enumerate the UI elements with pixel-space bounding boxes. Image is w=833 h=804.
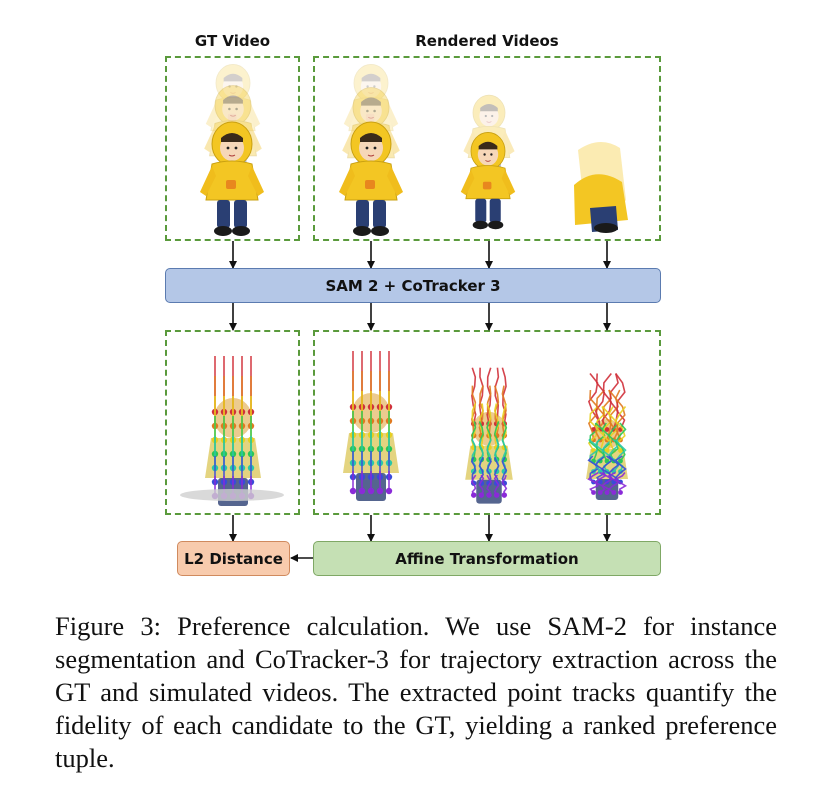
rendered-tracks-panel: [313, 330, 661, 515]
rendered-video-2-figure: [460, 94, 516, 230]
arrows-to-bottom: [229, 515, 611, 542]
arrows-to-sam: [229, 241, 611, 269]
gt-tracks-panel: [165, 330, 300, 515]
gt-shadow: [180, 489, 284, 501]
sam-cotracker-box: SAM 2 + CoTracker 3: [165, 268, 661, 303]
rendered-tracks-2: [465, 367, 513, 504]
rendered-tracks-3: [586, 372, 628, 500]
gt-tracks: [205, 356, 261, 506]
gt-video-label: GT Video: [194, 32, 271, 50]
figure-caption: Figure 3: Preference calculation. We use…: [55, 611, 777, 773]
rendered-videos-label: Rendered Videos: [415, 32, 559, 50]
gt-video-panel: [165, 56, 300, 241]
affine-transformation-box: Affine Transformation: [313, 541, 661, 576]
rendered-tracks-1: [343, 351, 399, 501]
rendered-videos-panel: [313, 56, 661, 241]
arrows-from-sam: [229, 303, 611, 331]
rendered-video-1-figure: [338, 63, 404, 237]
l2-distance-box: L2 Distance: [177, 541, 290, 576]
rendered-video-3-figure: [574, 141, 628, 233]
gt-video-figure: [199, 63, 265, 237]
point-tracks: [180, 351, 628, 506]
